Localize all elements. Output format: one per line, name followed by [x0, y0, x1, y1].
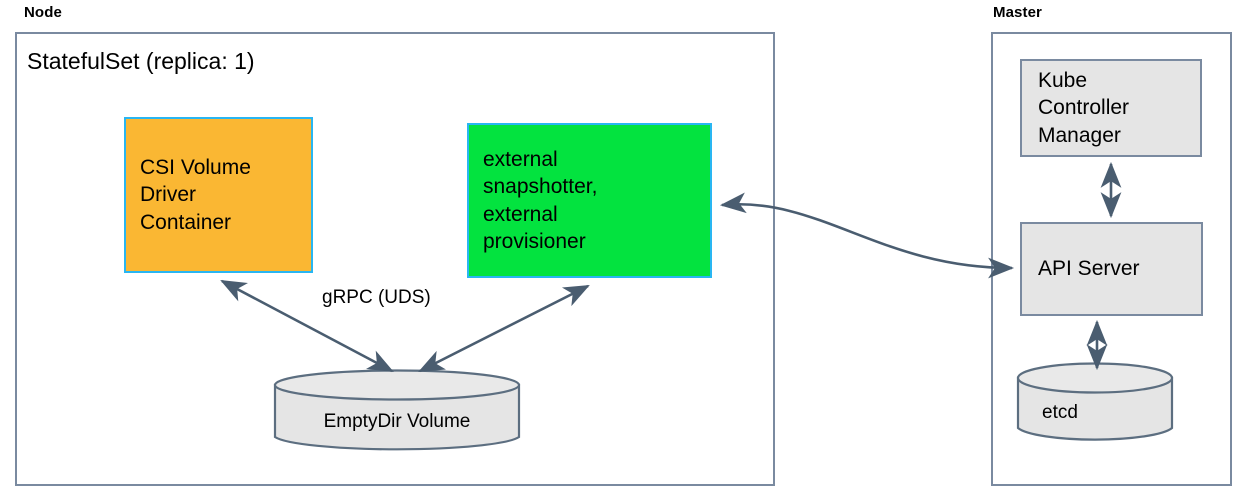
box-api-server-label: API Server	[1038, 257, 1140, 281]
edge-label-grpc-uds: gRPC (UDS)	[322, 287, 431, 308]
cylinder-etcd-label: etcd	[1042, 402, 1078, 423]
box-kube-controller-manager[interactable]: Kube Controller Manager	[1020, 59, 1202, 157]
box-api-server[interactable]: API Server	[1020, 222, 1203, 316]
box-kube-controller-manager-label: Kube Controller Manager	[1038, 69, 1130, 147]
box-external-snapshotter-provisioner[interactable]: external snapshotter, external provision…	[467, 123, 712, 278]
cylinder-emptydir-volume-label: EmptyDir Volume	[323, 411, 471, 432]
box-csi-volume-driver-container[interactable]: CSI Volume Driver Container	[124, 117, 313, 273]
node-group-label: Node	[24, 4, 62, 21]
master-group-label: Master	[993, 4, 1042, 21]
cylinder-emptydir-volume[interactable]: EmptyDir Volume	[273, 369, 521, 453]
cylinder-etcd[interactable]: etcd	[1016, 362, 1174, 446]
box-external-snapshotter-provisioner-label: external snapshotter, external provision…	[483, 147, 598, 253]
statefulset-title: StatefulSet (replica: 1)	[27, 48, 255, 74]
box-csi-volume-driver-container-label: CSI Volume Driver Container	[140, 156, 251, 234]
